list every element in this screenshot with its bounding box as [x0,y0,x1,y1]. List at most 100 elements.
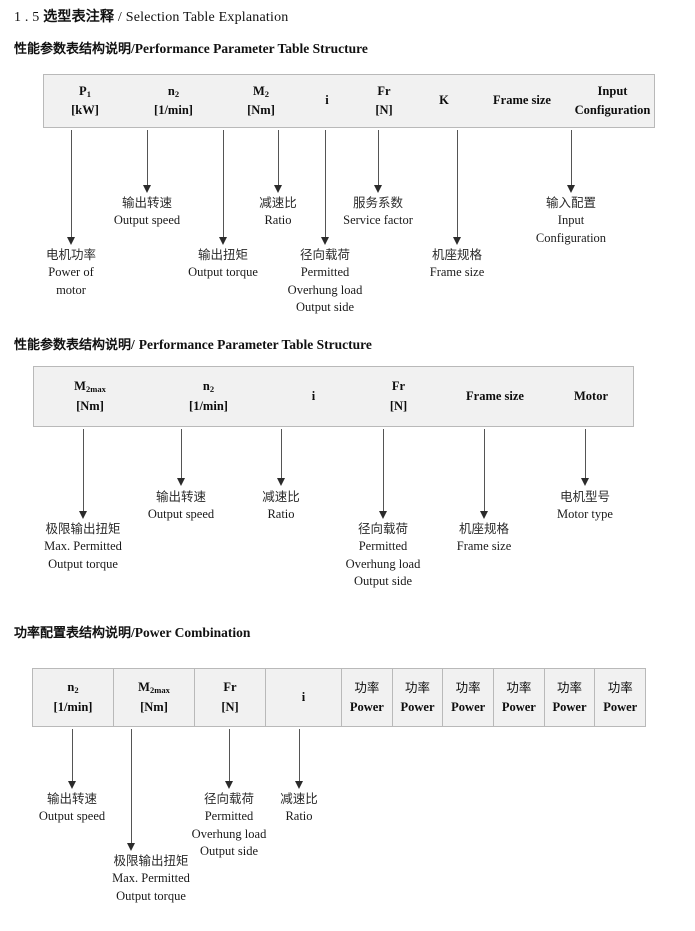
table-1-col-p1-symbol: P1 [79,83,91,99]
table-3-col-n2-unit: [1/min] [53,699,93,714]
arrow-to-overhung-load-3 [224,729,235,789]
table-2-col-n2: n2 [1/min] [146,367,271,426]
note-overhung-load-en-3: Output side [296,300,354,315]
table-3-col-m2max: M2max [Nm] [113,669,194,726]
table-2-col-m2max: M2max [Nm] [34,367,146,426]
note-frame-size-en-1: Frame size [429,264,485,279]
table-1-col-fr-unit: [N] [375,103,393,117]
arrow-to-overhung-load [320,130,331,245]
table-3-col-power-5: 功率 Power [543,669,595,726]
note-max-output-torque-en-1: Max. Permitted [44,538,122,553]
arrow-to-max-output-torque-3 [126,729,137,851]
section-2-heading: 性能参数表结构说明/ Performance Parameter Table S… [14,334,372,354]
table-3-col-fr: Fr [N] [194,669,265,726]
note-service-factor-en-1: Service factor [343,212,413,227]
table-1-col-i-symbol: i [325,93,329,108]
arrow-to-output-speed [142,130,153,193]
table-1-col-k-symbol: K [439,93,449,108]
chapter-number: 1 . 5 [14,10,40,25]
note-overhung-load: 径向载荷 Permitted Overhung load Output side [288,246,363,317]
table-3-col-power-1: 功率 Power [341,669,392,726]
page-title: 1 . 5 选型表注释 / Selection Table Explanatio… [14,6,289,26]
table-3-col-power-2-cn: 功率 [405,680,431,696]
arrow-to-input-configuration [566,130,577,193]
section-3-heading: 功率配置表结构说明/Power Combination [14,622,250,642]
table-2-col-i: i [271,367,356,426]
table-3-col-n2-symbol: n2 [67,680,79,696]
section-3-heading-sep: / [131,625,135,640]
section-1-heading-en: Performance Parameter Table Structure [134,41,368,56]
note-frame-size-2: 机座规格 Frame size [457,520,512,556]
note-ratio-cn: 减速比 [259,195,297,210]
performance-parameter-table-1: P1 [kW] n2 [1/min] M2 [Nm] i Fr [N] K Fr… [43,74,655,128]
note-max-output-torque-3-cn: 极限输出扭矩 [113,853,189,868]
note-output-speed-2-cn: 输出转速 [155,489,206,504]
note-overhung-load-2-en-2: Overhung load [345,556,421,571]
table-1-col-n2-unit: [1/min] [154,103,193,117]
table-2-col-fr: Fr [N] [356,367,441,426]
note-ratio-en-1: Ratio [264,212,292,227]
note-overhung-load-2-en-1: Permitted [358,538,408,553]
note-output-speed-2: 输出转速 Output speed [148,488,214,524]
table-3-col-power-3-cn: 功率 [455,680,481,696]
note-output-torque-en-1: Output torque [188,264,258,279]
table-1-col-fr-symbol: Fr [377,83,391,98]
note-frame-size-2-cn: 机座规格 [458,521,509,536]
note-overhung-load-en-2: Overhung load [287,282,363,297]
table-3-col-power-2-en: Power [400,699,435,714]
arrow-to-motor-type [580,429,591,486]
note-power-of-motor: 电机功率 Power of motor [46,246,96,299]
note-output-speed: 输出转速 Output speed [114,194,180,230]
note-motor-type-en-1: Motor type [557,506,613,521]
note-output-speed-cn: 输出转速 [121,195,172,210]
note-max-output-torque-en-2: Output torque [48,556,118,571]
note-service-factor: 服务系数 Service factor [343,194,413,230]
table-2-col-m2max-unit: [Nm] [76,398,104,413]
arrow-to-ratio-2 [276,429,287,486]
section-3-heading-cn: 功率配置表结构说明 [14,626,132,641]
note-power-of-motor-en-2: motor [56,282,86,297]
note-motor-type-cn: 电机型号 [559,489,610,504]
table-3-col-n2: n2 [1/min] [33,669,113,726]
table-2-col-motor: Motor [549,367,633,426]
arrow-to-ratio [273,130,284,193]
note-overhung-load-cn: 径向载荷 [299,247,351,262]
note-output-speed-en-1: Output speed [113,212,181,227]
note-output-speed-3-cn: 输出转速 [46,791,97,806]
table-2-col-frame-size: Frame size [441,367,549,426]
table-3-col-power-4-en: Power [501,699,536,714]
table-1-col-m2-unit: [Nm] [247,103,275,117]
note-output-speed-3: 输出转速 Output speed [39,790,105,826]
note-input-configuration-en-2: Configuration [535,230,607,245]
note-frame-size: 机座规格 Frame size [430,246,485,282]
note-overhung-load-3-en-3: Output side [200,844,258,859]
table-3-col-m2max-symbol: M2max [138,680,170,696]
table-3-col-power-3-en: Power [451,699,486,714]
table-3-col-power-1-cn: 功率 [354,680,380,696]
arrow-to-overhung-load-2 [378,429,389,519]
table-1-col-frame-size: Frame size [473,75,571,127]
table-2-col-m2max-symbol: M2max [74,379,106,395]
note-ratio-3-cn: 减速比 [280,791,318,806]
table-2-col-n2-symbol: n2 [202,379,215,395]
note-input-configuration: 输入配置 Input Configuration [536,194,606,247]
table-3-col-power-4-cn: 功率 [506,680,532,696]
table-2-col-n2-unit: [1/min] [189,398,228,413]
note-max-output-torque: 极限输出扭矩 Max. Permitted Output torque [44,520,122,573]
power-combination-table: n2 [1/min] M2max [Nm] Fr [N] i 功率 Power … [32,668,646,727]
note-output-speed-2-en-1: Output speed [147,506,215,521]
note-power-of-motor-en-1: Power of [48,264,94,279]
note-ratio-2-en-1: Ratio [267,506,295,521]
table-2-col-fr-symbol: Fr [391,379,406,394]
note-motor-type: 电机型号 Motor type [557,488,613,524]
note-input-configuration-en-1: Input [557,212,585,227]
note-overhung-load-3-en-2: Overhung load [191,826,267,841]
note-overhung-load-en-1: Permitted [300,264,350,279]
table-1-col-input-configuration: Input Configuration [571,75,654,127]
note-ratio: 减速比 Ratio [259,194,297,230]
table-1-col-n2: n2 [1/min] [126,75,221,127]
table-1-col-p1: P1 [kW] [44,75,126,127]
note-max-output-torque-3-en-1: Max. Permitted [112,870,190,885]
table-2-col-i-symbol: i [311,388,316,403]
section-2-heading-en: Performance Parameter Table Structure [138,337,372,352]
